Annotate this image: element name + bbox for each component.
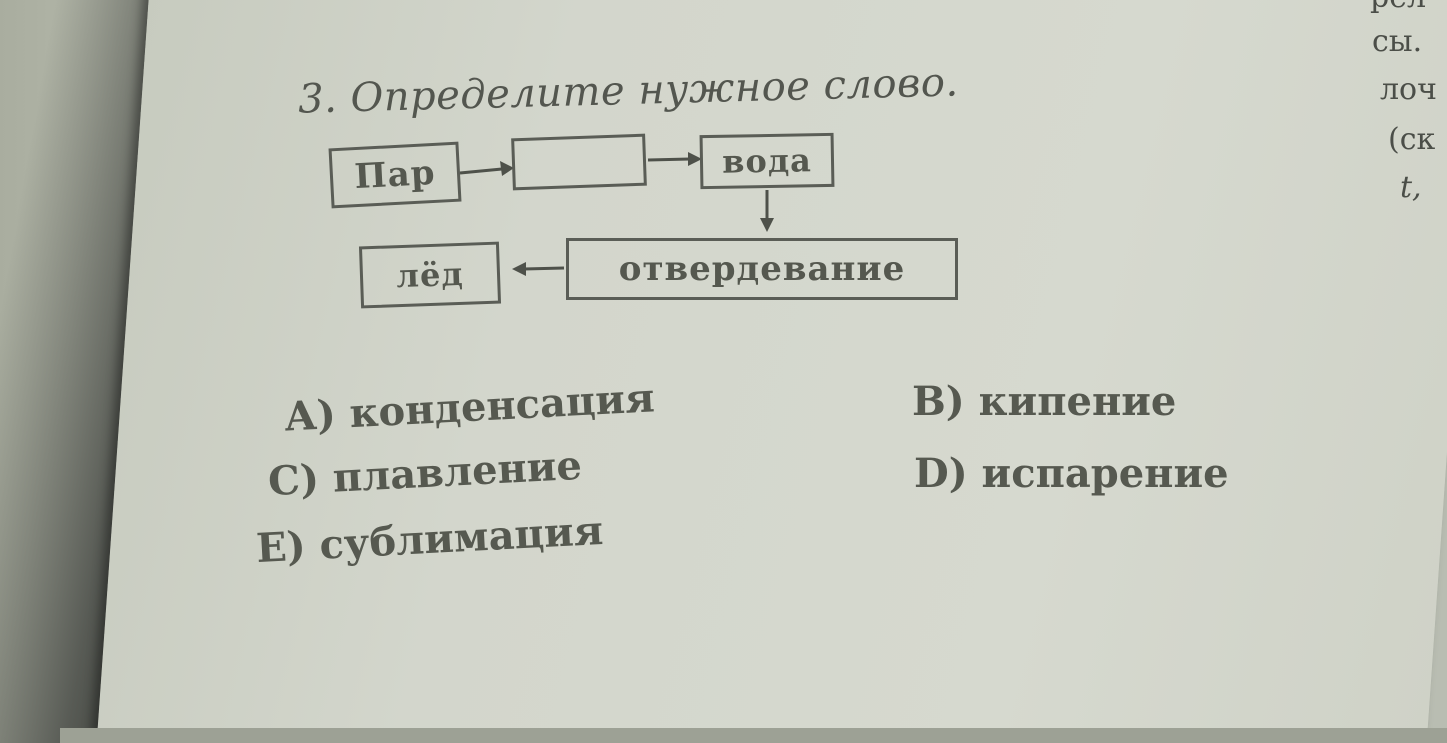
option-e[interactable]: Е) сублимация	[255, 506, 605, 573]
diagram-box-ice: лёд	[358, 241, 502, 309]
arrow-steam-to-blank-icon	[459, 161, 514, 176]
edge-text-line5: t,	[1400, 170, 1422, 205]
question-title: 3. Определите нужное слово.	[297, 59, 960, 123]
diagram-box-steam: Пар	[328, 141, 462, 209]
arrow-blank-to-water-icon	[647, 152, 702, 166]
diagram-box-water-label: вода	[721, 141, 813, 181]
arrow-to-ice-icon	[512, 262, 565, 276]
page-bottom-edge	[60, 728, 1447, 743]
diagram-box-water: вода	[699, 132, 835, 190]
option-d[interactable]: D) испарение	[914, 450, 1229, 497]
edge-text-line4: (ск	[1388, 122, 1436, 157]
option-a[interactable]: А) конденсация	[283, 374, 656, 441]
arrow-water-down-icon	[760, 190, 774, 232]
edge-text-line2: сы.	[1372, 24, 1423, 59]
option-b[interactable]: В) кипение	[912, 378, 1177, 425]
diagram-box-solidification: отвердевание	[566, 238, 958, 300]
diagram-box-blank[interactable]	[511, 133, 647, 191]
option-c[interactable]: С) плавление	[266, 441, 583, 506]
diagram-box-ice-label: лёд	[395, 254, 465, 296]
edge-text-line1: рел	[1370, 0, 1426, 15]
diagram-box-solidification-label: отвердевание	[618, 249, 906, 289]
edge-text-line3: лоч	[1380, 72, 1437, 107]
diagram-box-steam-label: Пар	[353, 152, 437, 198]
